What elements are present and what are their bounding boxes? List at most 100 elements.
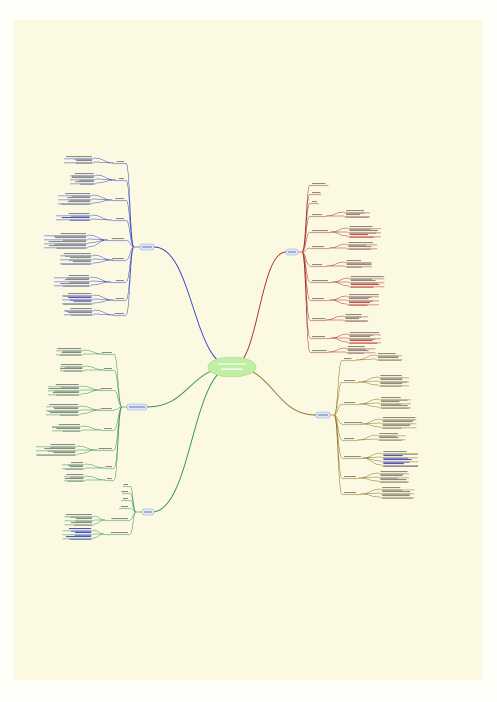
central-topic-text [221,368,243,370]
leaf-text [382,487,401,489]
leaf-text [383,465,419,467]
leaf-text [70,476,84,478]
leaf-text [112,258,124,260]
mind-map-canvas[interactable] [14,20,482,680]
sub-connector [333,414,343,425]
sub-connector [333,403,343,416]
leaf-text [312,280,328,282]
leaf-text [349,342,378,344]
leaf-text [60,283,89,285]
leaf-text [63,303,92,305]
leaf-text [48,241,86,243]
leaf-text [346,260,361,262]
leaf-text [75,532,92,534]
sub-connector [333,414,343,495]
leaf-text [349,300,373,302]
leaf-text [312,264,322,266]
leaf-text [48,245,86,247]
leaf-text [71,215,90,217]
leaf-text [381,399,408,401]
leaf-text [67,464,83,466]
leaf-text [53,452,76,454]
leaf-text [65,255,91,257]
leaf-text [75,173,94,175]
leaf-text [383,453,418,455]
leaf-text [383,457,409,459]
leaf-text [380,479,407,481]
sub-connector [328,347,346,353]
sub-connector [329,243,347,249]
leaf-text [62,239,86,241]
sub-connector [90,280,112,283]
sub-connector [358,476,379,479]
sub-connector [355,358,377,361]
leaf-text [65,310,92,312]
leaf-text [344,456,361,458]
leaf-text [49,404,79,406]
central-topic[interactable] [207,356,257,378]
leaf-text [36,454,76,456]
leaf-text [68,297,92,299]
leaf-text [115,218,124,220]
leaf-text [382,421,413,423]
sub-connector [326,261,345,267]
leaf-text [382,491,411,493]
leaf-text [103,368,112,370]
leaf-text [70,522,92,524]
leaf-text [344,422,363,424]
leaf-text [69,281,89,283]
leaf-text [102,352,112,354]
leaf-text [68,213,90,215]
leaf-text [61,203,91,205]
leaf-text [312,183,326,185]
leaf-text [348,248,371,250]
leaf-text [68,259,91,261]
leaf-text [54,390,79,392]
leaf-text [380,385,402,387]
sub-connector [325,315,344,321]
sub-connector [125,179,135,248]
sub-connector [92,258,113,261]
leaf-text [66,277,89,279]
sub-connector [80,405,101,411]
sub-connector [93,299,114,304]
leaf-text [54,408,79,410]
sub-connector [330,227,348,233]
leaf-text [48,388,79,390]
sub-connector [330,333,348,339]
leaf-text [111,518,128,520]
leaf-text [344,402,355,404]
sub-connector [129,511,137,535]
leaf-text [380,477,398,479]
leaf-text [346,214,360,216]
leaf-text [347,346,365,348]
leaf-text [382,495,410,497]
leaf-text [348,244,367,246]
leaf-text [50,446,76,448]
leaf-text [347,348,366,350]
leaf-text [380,377,403,379]
sub-connector [125,246,135,301]
leaf-text [349,236,374,238]
leaf-text [312,298,324,300]
leaf-text [76,160,92,162]
sub-connector [359,402,380,405]
sub-connector [125,246,135,261]
leaf-text [312,336,325,338]
leaf-text [349,340,373,342]
sub-connector [362,457,382,466]
leaf-text [349,228,371,230]
leaf-text [379,437,399,439]
leaf-text [349,302,370,304]
leaf-text [60,233,86,235]
leaf-text [65,468,83,470]
main-branch [231,251,287,368]
leaf-text [344,380,355,382]
leaf-text [346,212,365,214]
leaf-text [346,262,372,264]
leaf-text [344,358,352,360]
leaf-text [106,478,112,480]
leaf-text [105,466,112,468]
sub-connector [358,381,379,386]
leaf-text [70,308,92,310]
